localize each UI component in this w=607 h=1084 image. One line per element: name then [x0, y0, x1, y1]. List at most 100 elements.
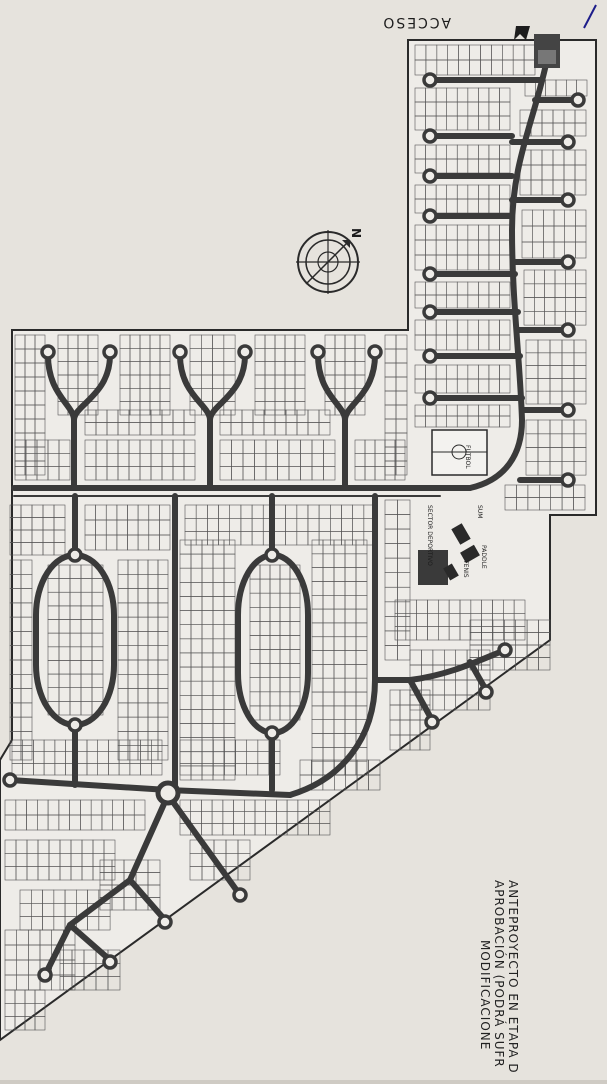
lot: [20, 745, 33, 761]
culdesac-bulb: [310, 344, 326, 360]
access-arrow-icon: [514, 4, 597, 68]
culdesac-bulb: [422, 304, 438, 320]
lot: [499, 415, 511, 428]
lot: [87, 401, 99, 416]
culdesac-bulb: [264, 725, 280, 741]
culdesac-bulb: [422, 208, 438, 224]
lot: [183, 422, 196, 436]
culdesac-bulb: [560, 322, 576, 338]
lot: [574, 122, 587, 137]
padel-courts: [460, 544, 480, 564]
culdesac-bulb: [478, 684, 494, 700]
lot: [58, 466, 71, 481]
culdesac-bulb: [560, 254, 576, 270]
lot: [107, 976, 121, 991]
culdesac-bulb: [237, 344, 253, 360]
lot: [354, 401, 366, 416]
main-access-road: [467, 52, 551, 491]
culdesac-bulb: [2, 772, 18, 788]
lot: [34, 460, 46, 476]
culdesac-bulb: [67, 547, 83, 563]
lot: [573, 460, 587, 476]
sector-deportivo-label: SECTOR DEPORTIVO: [426, 505, 433, 566]
approval-caption: ANTEPROYECTO EN ETAPA D APROBACIÓN (PODR…: [478, 880, 520, 1074]
culdesac-bulb: [232, 887, 248, 903]
southeast-branch: [372, 647, 508, 683]
roundabout: [155, 780, 181, 806]
lot: [318, 822, 331, 836]
southwest-culdesac-2: [67, 922, 113, 963]
lot: [499, 115, 511, 131]
culdesac-bulb: [422, 128, 438, 144]
lot: [368, 774, 381, 791]
caption-line-1: ANTEPROYECTO EN ETAPA D: [506, 880, 520, 1074]
lot: [133, 814, 146, 831]
lot: [294, 401, 306, 416]
lot: [157, 745, 169, 761]
lot: [395, 460, 408, 476]
north-label: N: [349, 228, 363, 238]
sum-label: SUM: [476, 505, 483, 518]
southwest-diagonal-a: [42, 792, 171, 978]
culdesac-bulb: [497, 642, 513, 658]
pool: [443, 563, 459, 581]
lot: [151, 762, 163, 776]
lot: [513, 626, 526, 641]
acceso-label: ACCESO: [381, 14, 451, 30]
lot: [574, 179, 587, 196]
lot: [574, 241, 587, 259]
lot: [53, 542, 66, 556]
culdesac-bulb: [560, 192, 576, 208]
southeast-culdesac-a: [407, 677, 435, 723]
culdesac-bulb: [422, 390, 438, 406]
culdesac-bulb: [264, 547, 280, 563]
culdesac-bulb: [560, 402, 576, 418]
lot: [318, 422, 331, 436]
culdesac-bulb: [424, 714, 440, 730]
lot: [237, 866, 251, 881]
culdesac-bulbs: [2, 72, 586, 983]
tenis-label: TENIS: [462, 559, 469, 578]
lot: [499, 334, 511, 351]
lot: [394, 466, 406, 481]
culdesac-bulb: [367, 344, 383, 360]
lot: [538, 657, 551, 671]
culdesac-bulb: [172, 344, 188, 360]
culdesac-bulb: [37, 967, 53, 983]
futbol-label: FUTBOL: [464, 445, 471, 469]
padel-label: PADDLE: [480, 545, 487, 569]
lot: [223, 401, 236, 416]
lot: [499, 378, 511, 394]
southwest-culdesac: [127, 877, 168, 923]
lot: [575, 310, 587, 326]
culdesac-bulb: [422, 348, 438, 364]
southwest-diagonal-b: [165, 792, 243, 898]
lot: [499, 294, 511, 309]
culdesac-bulb: [422, 72, 438, 88]
culdesac-bulb: [102, 344, 118, 360]
lot: [223, 765, 236, 781]
sports-sector: SUM PADDLE TENIS SECTOR DEPORTIVO: [418, 505, 487, 585]
tennis-courts: [418, 550, 448, 585]
north-branch-4: [207, 352, 248, 423]
culdesac-bulb: [67, 717, 83, 733]
road-network: [7, 52, 581, 978]
culdesac-bulb: [102, 954, 118, 970]
caption-line-3: MODIFICACIONE: [478, 940, 492, 1051]
lot: [159, 401, 171, 416]
culdesac-bulb: [560, 472, 576, 488]
north-branch-6: [342, 352, 378, 423]
culdesac-bulb: [560, 134, 576, 150]
lot: [98, 916, 111, 931]
culdesac-bulb: [40, 344, 56, 360]
football-field: FUTBOL: [431, 429, 488, 476]
collector-2: [287, 493, 378, 798]
lot: [183, 466, 196, 481]
lot: [34, 1016, 46, 1031]
north-branch-2: [71, 352, 113, 423]
lot: [419, 734, 431, 751]
caption-line-2: APROBACIÓN (PODRÁ SUFR: [492, 880, 506, 1068]
lot: [103, 866, 116, 881]
